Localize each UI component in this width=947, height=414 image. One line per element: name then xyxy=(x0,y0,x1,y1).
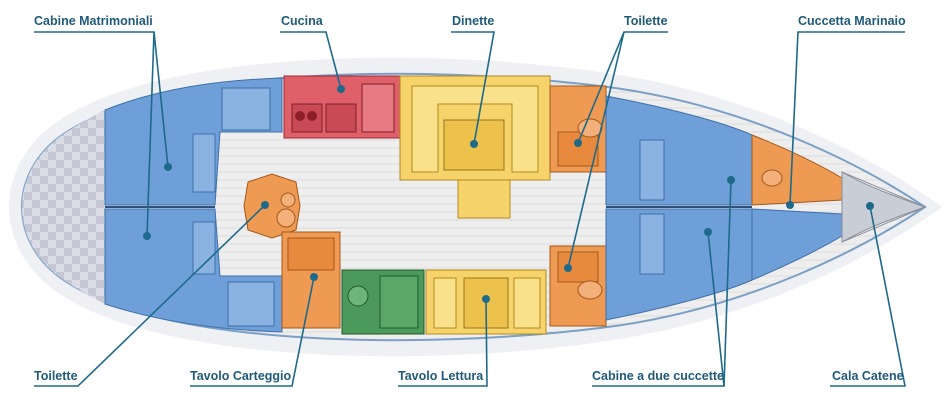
label-cucina: Cucina xyxy=(281,14,323,28)
aft-area xyxy=(22,110,105,304)
label-dinette: Dinette xyxy=(452,14,495,28)
label-cuccetta-marinaio: Cuccetta Marinaio xyxy=(798,14,906,28)
label-cabine-matrimoniali: Cabine Matrimoniali xyxy=(34,14,153,28)
label-tavolo-carteggio: Tavolo Carteggio xyxy=(190,369,292,383)
label-tavolo-lettura: Tavolo Lettura xyxy=(398,369,484,383)
label-toilette-bottom: Toilette xyxy=(34,369,78,383)
label-cala-catene: Cala Catene xyxy=(832,369,904,383)
label-cabine-due-cuccette: Cabine a due cuccette xyxy=(592,369,724,383)
label-toilette-top: Toilette xyxy=(624,14,668,28)
